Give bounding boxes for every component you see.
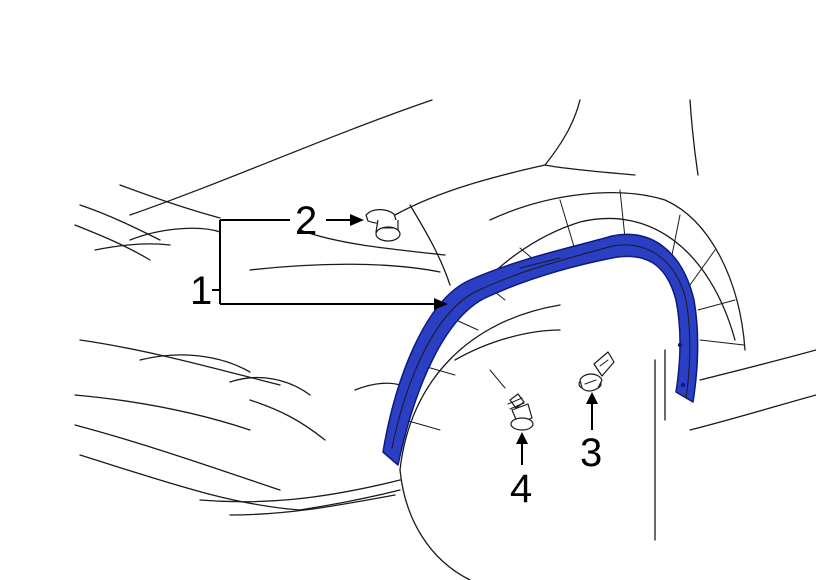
- callout-4-label: 4: [510, 467, 532, 511]
- vehicle-body-outline: [74, 99, 816, 541]
- nut-clip-part: [578, 351, 615, 392]
- callout-1-label: 1: [190, 269, 212, 313]
- screw-part: [507, 393, 534, 431]
- callout-2-label: 2: [295, 199, 317, 243]
- push-clip-part: [365, 209, 401, 242]
- callout-3-label: 3: [580, 431, 602, 475]
- callout-4: 4: [510, 432, 532, 511]
- fender-flare: [382, 233, 699, 466]
- callout-3: 3: [580, 392, 602, 475]
- callout-2: 2: [295, 199, 364, 243]
- callout-1: 1: [190, 219, 448, 313]
- fender-flare-shape: [382, 233, 699, 466]
